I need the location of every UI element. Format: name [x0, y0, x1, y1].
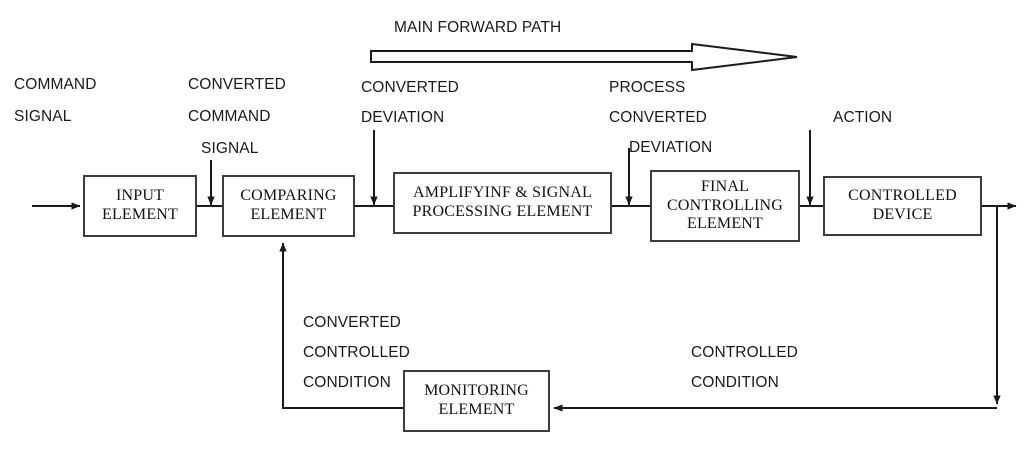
- block-monitoring-element-label: MONITORING ELEMENT: [424, 382, 529, 418]
- block-amplifying-signal-processing-element-label: AMPLIFYINF & SIGNAL PROCESSING ELEMENT: [412, 184, 593, 220]
- label-controlled-condition-line2: CONDITION: [691, 374, 779, 391]
- label-converted-command-signal-line1: CONVERTED: [188, 76, 286, 93]
- label-action: ACTION: [833, 109, 893, 126]
- block-final-controlling-element-label: FINAL CONTROLLING ELEMENT: [667, 177, 783, 233]
- label-converted-deviation-line1: CONVERTED: [361, 79, 459, 96]
- block-comparing-element[interactable]: COMPARING ELEMENT: [222, 175, 355, 237]
- label-controlled-condition-line1: CONTROLLED: [691, 344, 798, 361]
- block-controlled-device-label: CONTROLLED DEVICE: [848, 187, 957, 223]
- block-comparing-element-label: COMPARING ELEMENT: [240, 187, 337, 223]
- label-converted-command-signal-line2: COMMAND: [188, 108, 271, 125]
- label-command-signal-line2: SIGNAL: [14, 108, 72, 125]
- label-converted-controlled-condition-line3: CONDITION: [303, 374, 391, 391]
- label-converted-deviation-line2: DEVIATION: [361, 109, 445, 126]
- block-input-element[interactable]: INPUT ELEMENT: [83, 175, 197, 237]
- main-forward-path-arrow: [370, 42, 798, 72]
- label-converted-command-signal-line3: SIGNAL: [201, 140, 259, 157]
- label-process-converted-deviation-line2: CONVERTED: [609, 109, 707, 126]
- block-final-controlling-element[interactable]: FINAL CONTROLLING ELEMENT: [650, 170, 800, 242]
- diagram-title: MAIN FORWARD PATH: [394, 19, 562, 36]
- label-process-converted-deviation-line1: PROCESS: [609, 79, 686, 96]
- label-converted-controlled-condition-line2: CONTROLLED: [303, 344, 410, 361]
- block-amplifying-signal-processing-element[interactable]: AMPLIFYINF & SIGNAL PROCESSING ELEMENT: [393, 172, 612, 234]
- label-process-converted-deviation-line3: DEVIATION: [629, 139, 713, 156]
- label-converted-controlled-condition-line1: CONVERTED: [303, 314, 401, 331]
- label-command-signal-line1: COMMAND: [14, 76, 97, 93]
- block-monitoring-element[interactable]: MONITORING ELEMENT: [403, 370, 550, 432]
- block-controlled-device[interactable]: CONTROLLED DEVICE: [823, 176, 982, 236]
- block-input-element-label: INPUT ELEMENT: [101, 187, 179, 223]
